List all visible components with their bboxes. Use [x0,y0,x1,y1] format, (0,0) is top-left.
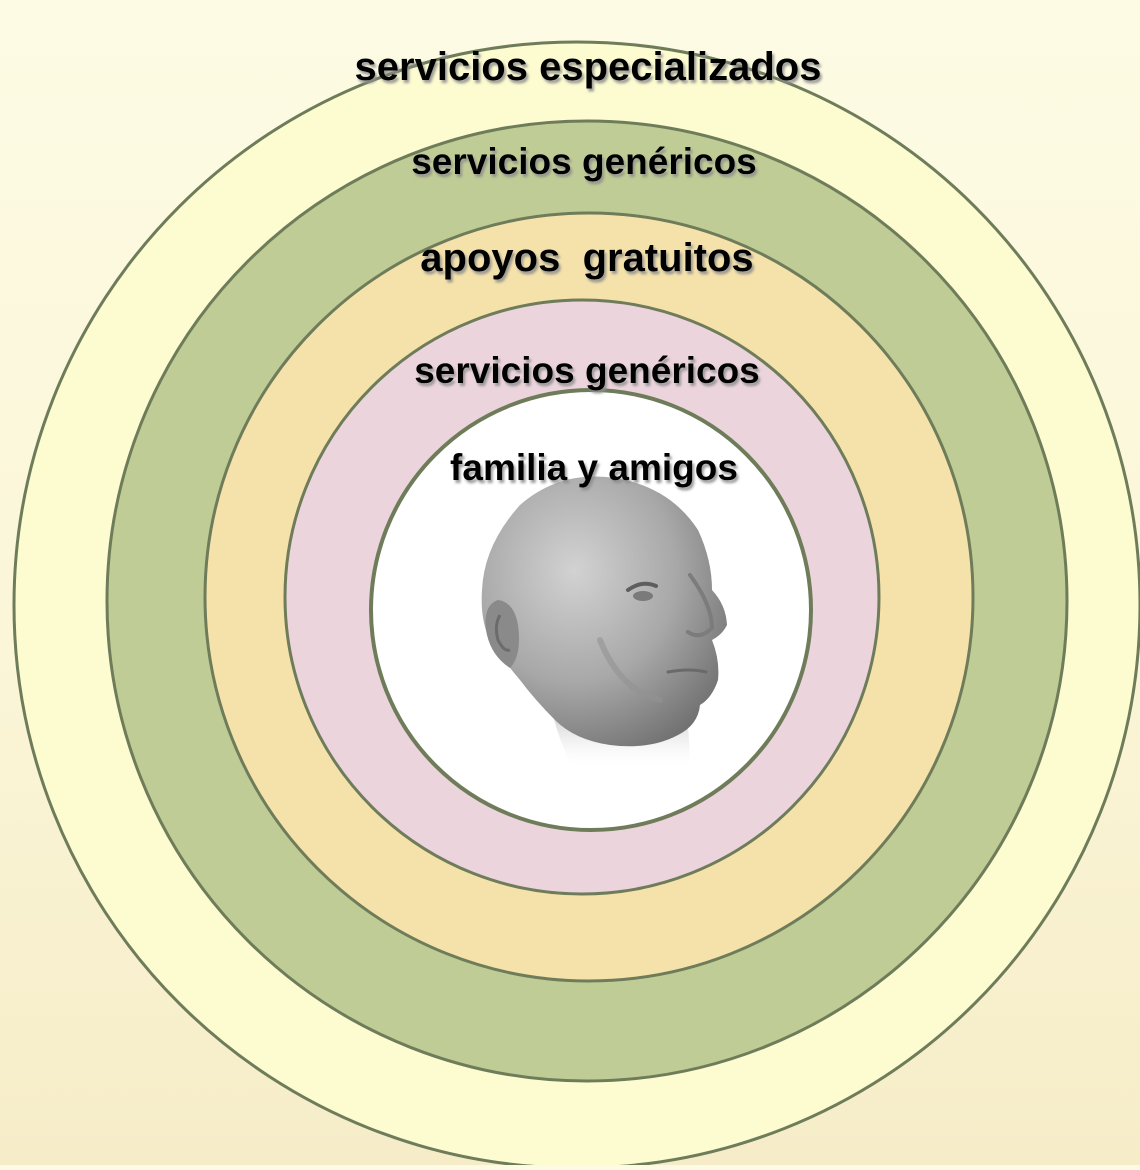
human-head-icon [481,476,727,770]
label-servicios-genericos-inner: servicios genéricos [414,350,760,391]
label-servicios-especializados: servicios especializados [355,45,822,89]
label-familia-y-amigos: familia y amigos [450,447,738,488]
label-servicios-genericos-outer: servicios genéricos [411,141,757,182]
label-apoyos-gratuitos: apoyos gratuitos [420,236,753,280]
